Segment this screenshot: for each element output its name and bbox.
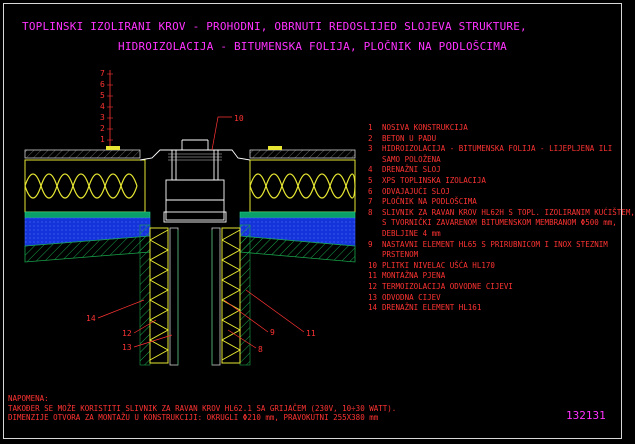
legend-item-text: PRSTENOM bbox=[382, 250, 419, 260]
callout-9-label: 9 bbox=[270, 328, 275, 337]
tick-7: 7 bbox=[100, 69, 105, 78]
legend-item-text: PLOČNIK NA PODLOŠCIMA bbox=[382, 197, 477, 207]
drawing-frame bbox=[3, 3, 622, 439]
legend-item-number: 4 bbox=[368, 165, 373, 175]
legend-item-text: SAMO POLOŽENA bbox=[382, 154, 441, 164]
legend-item-number: 13 bbox=[368, 292, 378, 302]
legend-item-text: DRENAŽNI SLOJ bbox=[382, 165, 441, 175]
notes-heading: NAPOMENA: bbox=[8, 394, 49, 403]
callout-13: 13 bbox=[122, 334, 173, 352]
xps-insulation-right bbox=[249, 159, 356, 213]
legend-item-number: 5 bbox=[368, 176, 373, 185]
callout-10-label: 10 bbox=[234, 114, 244, 123]
callout-9: 9 bbox=[223, 299, 275, 337]
legend-item-number: 6 bbox=[368, 186, 373, 196]
legend-item-text: MONTAŽNA PJENA bbox=[382, 271, 446, 281]
title-line-1: TOPLINSKI IZOLIRANI KROV - PROHODNI, OBR… bbox=[22, 20, 527, 33]
legend-item-text: TERMOIZOLACIJA ODVODNE CIJEVI bbox=[382, 282, 513, 291]
concrete-slope bbox=[24, 217, 356, 247]
legend-item-text: DEBLJINE 4 mm bbox=[382, 229, 441, 238]
callout-14-label: 14 bbox=[86, 314, 96, 323]
tick-2: 2 bbox=[100, 124, 105, 133]
legend-item-number: 14 bbox=[368, 303, 378, 313]
tick-5: 5 bbox=[100, 91, 105, 100]
legend-item-text: HIDROIZOLACIJA - BITUMENSKA FOLIJA - LIJ… bbox=[382, 144, 613, 154]
callout-11: 11 bbox=[245, 289, 316, 338]
legend-item-number: 9 bbox=[368, 239, 373, 249]
legend-item-number: 1 bbox=[368, 123, 373, 132]
legend-item-number: 7 bbox=[368, 197, 373, 207]
legend-item-text: PLITKI NIVELAC UŠĆA HL170 bbox=[382, 260, 495, 270]
notes: NAPOMENA: TAKOĐER SE MOŽE KORISTITI SLIV… bbox=[8, 394, 396, 423]
legend-item-number: 8 bbox=[368, 207, 373, 217]
notes-line-1: TAKOĐER SE MOŽE KORISTITI SLIVNIK ZA RAV… bbox=[8, 403, 397, 413]
tick-3: 3 bbox=[100, 113, 105, 122]
membrane-layer bbox=[24, 211, 356, 219]
layer-tick-scale: 7 6 5 4 3 2 1 bbox=[100, 69, 113, 148]
callout-12-label: 12 bbox=[122, 329, 132, 338]
callout-13-label: 13 bbox=[122, 343, 132, 352]
legend-item-text: NOSIVA KONSTRUKCIJA bbox=[382, 123, 468, 132]
legend-item-text: DRENAŽNI ELEMENT HL161 bbox=[382, 303, 482, 313]
callout-11-label: 11 bbox=[306, 329, 316, 338]
legend-item-number: 10 bbox=[368, 260, 378, 270]
paver-layer bbox=[24, 146, 356, 159]
legend-item-text: NASTAVNI ELEMENT HL65 S PRIRUBNICOM I IN… bbox=[382, 239, 608, 249]
legend-item-number: 2 bbox=[368, 133, 373, 143]
callout-8-label: 8 bbox=[258, 345, 263, 354]
legend-item-number: 12 bbox=[368, 282, 378, 291]
drain-grate bbox=[168, 153, 222, 161]
legend-item-text: ODVAJAJUĆI SLOJ bbox=[382, 186, 450, 196]
legend-item-text: S TVORNIČKI ZAVARENOM BITUMENSKOM MEMBRA… bbox=[382, 218, 617, 228]
legend-item-text: ODVODNA CIJEV bbox=[382, 292, 441, 302]
tick-4: 4 bbox=[100, 102, 105, 111]
legend-item-text: SLIVNIK ZA RAVAN KROV HL62H S TOPL. IZOL… bbox=[382, 207, 635, 217]
xps-insulation-left bbox=[24, 159, 146, 213]
drain-body bbox=[139, 139, 251, 223]
legend-item-number: 11 bbox=[368, 271, 378, 281]
legend-item-text: BETON U PADU bbox=[382, 133, 437, 143]
title-line-2: HIDROIZOLACIJA - BITUMENSKA FOLIJA, PLOČ… bbox=[118, 40, 507, 53]
tick-1: 1 bbox=[100, 135, 105, 144]
callout-12: 12 bbox=[122, 319, 157, 338]
notes-line-2: DIMENZIJE OTVORA ZA MONTAŽU U KONSTRUKCI… bbox=[8, 413, 379, 422]
drawing-code: 132131 bbox=[566, 409, 606, 422]
callout-8: 8 bbox=[227, 329, 263, 354]
callout-14: 14 bbox=[86, 299, 145, 323]
legend-item-text: XPS TOPLINSKA IZOLACIJA bbox=[382, 176, 486, 185]
pipe-insulation bbox=[148, 227, 242, 364]
legend-item-number: 3 bbox=[368, 144, 373, 154]
drain-pipe bbox=[169, 227, 221, 366]
tick-6: 6 bbox=[100, 80, 105, 89]
callout-10: 10 bbox=[211, 114, 244, 151]
